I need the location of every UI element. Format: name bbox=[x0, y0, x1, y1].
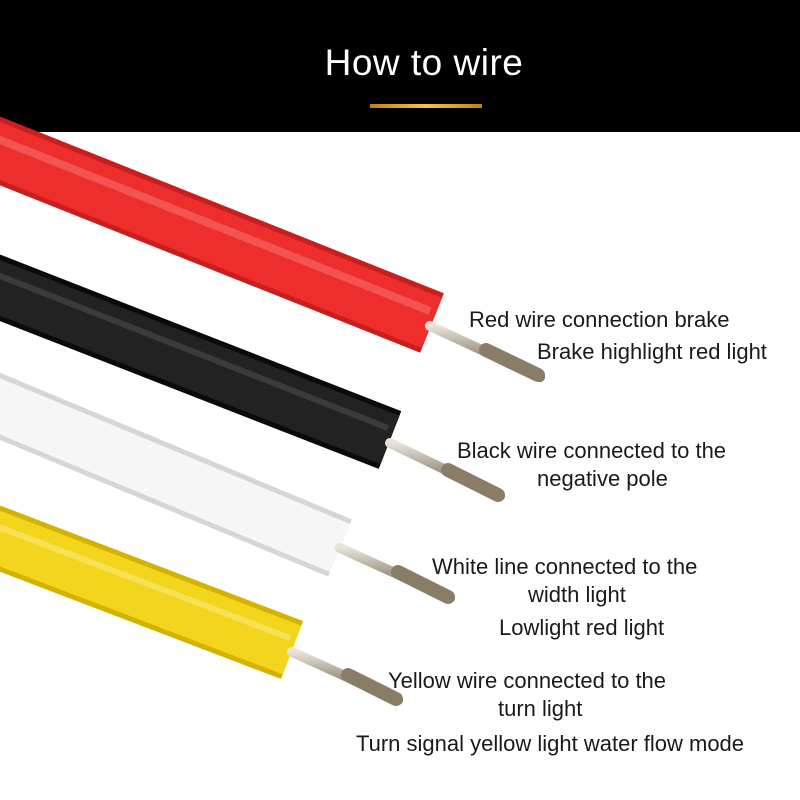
red-wire bbox=[0, 116, 545, 382]
red-wire-label-line2: Brake highlight red light bbox=[537, 339, 767, 364]
title-underline bbox=[370, 104, 482, 108]
white-wire-label-line1: White line connected to the bbox=[432, 554, 698, 579]
red-wire-label-line1: Red wire connection brake bbox=[469, 307, 730, 332]
yellow-wire bbox=[0, 505, 403, 706]
black-wire bbox=[0, 254, 505, 502]
white-wire-label-line3: Lowlight red light bbox=[499, 615, 665, 640]
yellow-wire-label-line2: turn light bbox=[498, 696, 583, 721]
black-wire-label-line2: negative pole bbox=[537, 466, 668, 491]
black-wire-label-line1: Black wire connected to the bbox=[457, 438, 727, 463]
white-wire bbox=[0, 372, 455, 604]
page-title: How to wire bbox=[324, 42, 524, 83]
white-wire-label-line2: width light bbox=[528, 582, 626, 607]
header-banner: How to wire bbox=[0, 0, 800, 132]
yellow-wire-label-line1: Yellow wire connected to the bbox=[388, 668, 667, 693]
yellow-wire-label-line3: Turn signal yellow light water flow mode bbox=[356, 731, 745, 756]
